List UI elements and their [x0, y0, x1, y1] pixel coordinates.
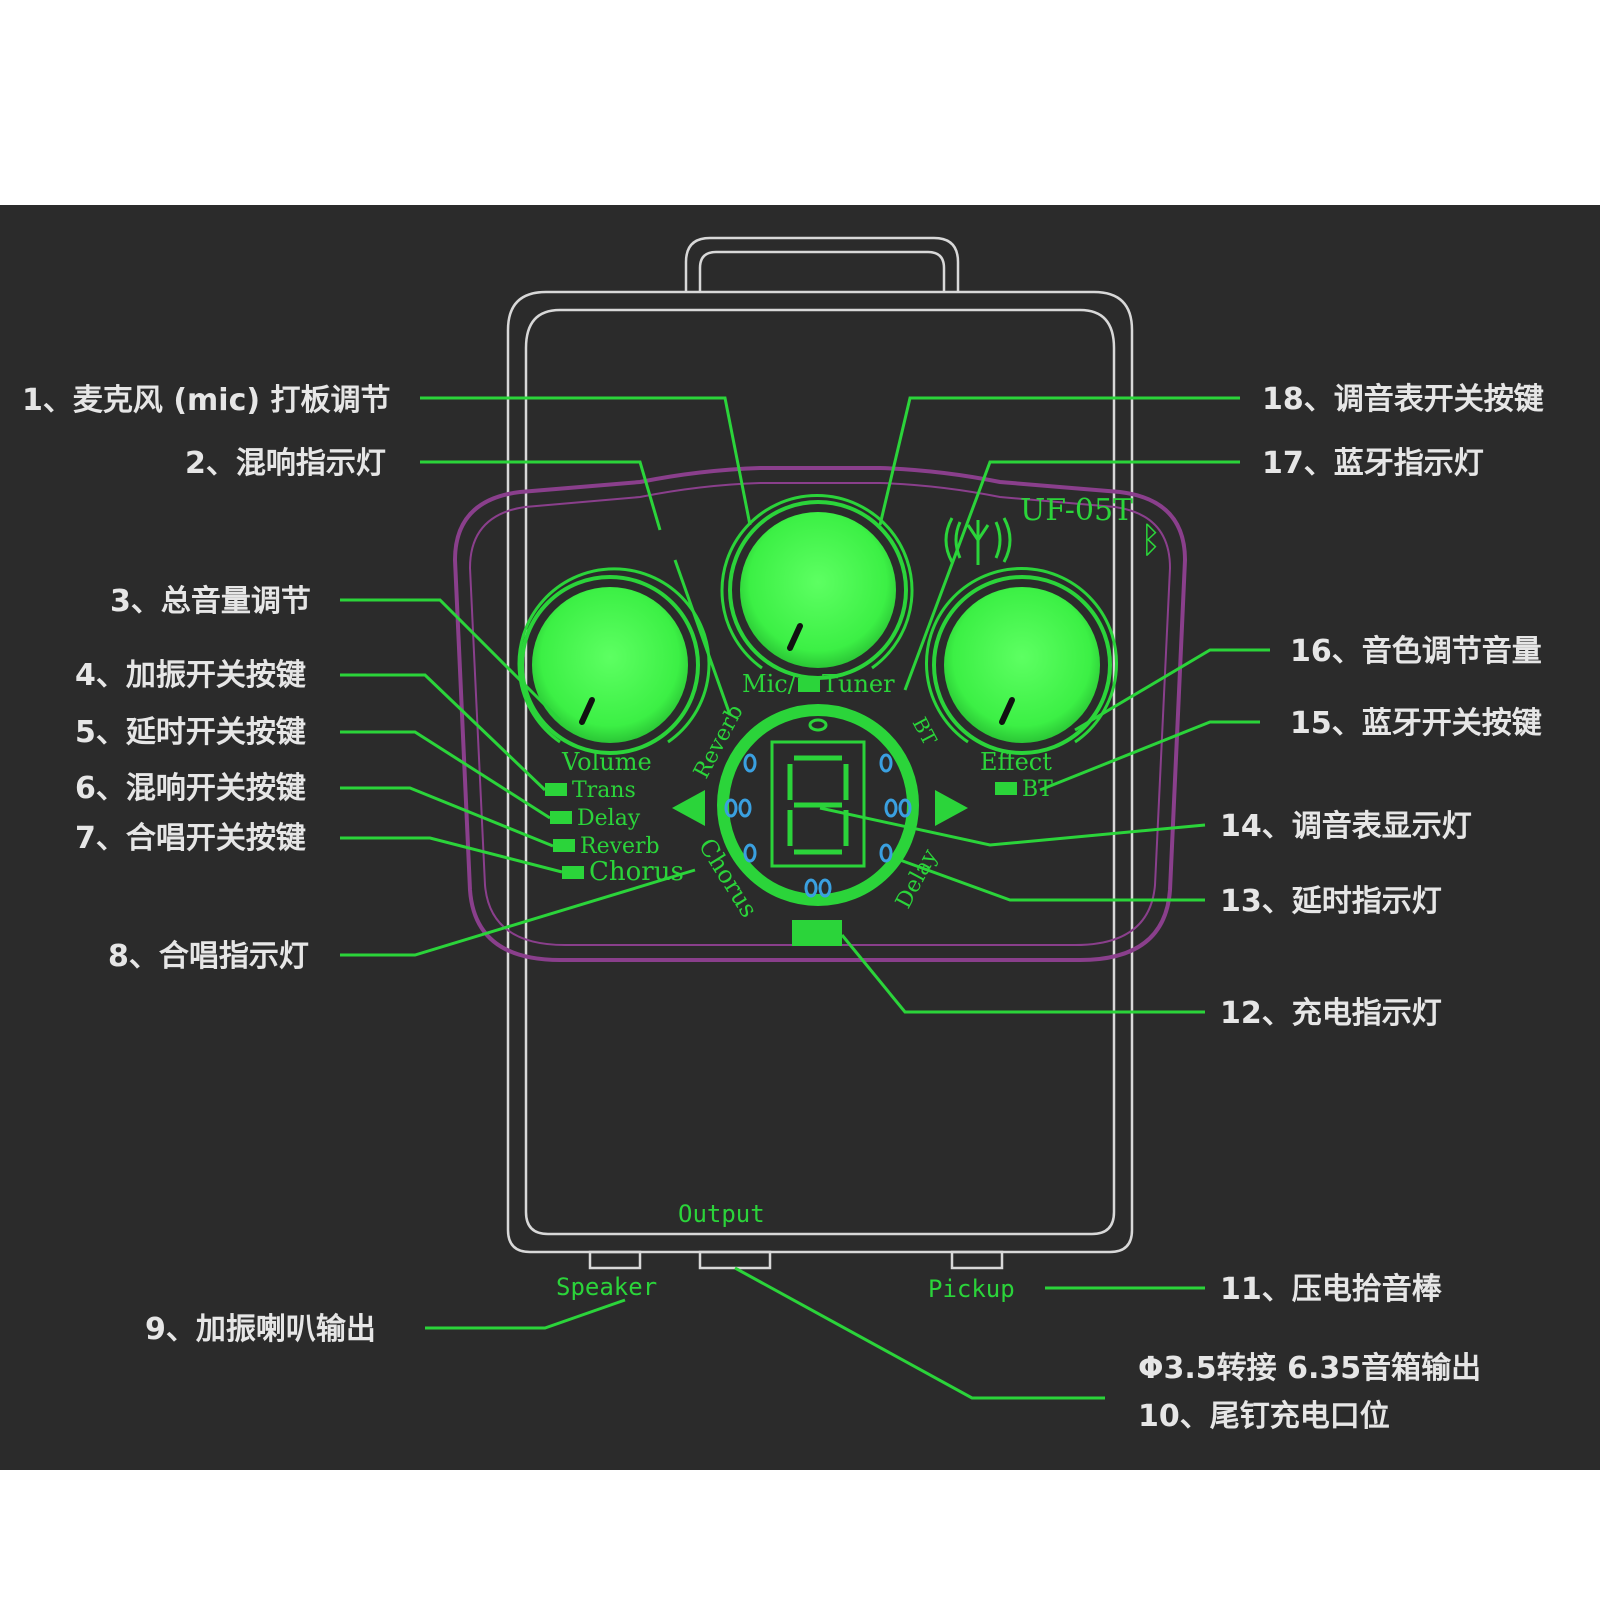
- tuner-button-icon[interactable]: [798, 678, 820, 692]
- callout-labels: 1、麦克风 (mic) 打板调节 2、混响指示灯 3、总音量调节 4、加振开关按…: [22, 382, 1544, 1434]
- output-port-label: Output: [678, 1200, 765, 1228]
- chorus-label: Chorus: [589, 857, 684, 887]
- tuner-indicator-leds: [724, 753, 912, 898]
- callout-10a: Φ3.5转接 6.35音箱输出: [1138, 1351, 1481, 1386]
- tuner-label: Tuner: [822, 670, 895, 698]
- device-outline: [506, 236, 1134, 1270]
- reverb-button[interactable]: [553, 839, 575, 852]
- callout-17: 17、蓝牙指示灯: [1262, 446, 1484, 481]
- charge-indicator-led: [792, 920, 842, 946]
- callout-13: 13、延时指示灯: [1220, 884, 1442, 919]
- delay-label: Delay: [577, 806, 641, 831]
- right-arrow-icon: [935, 790, 968, 826]
- volume-label: Volume: [561, 748, 652, 776]
- model-label: UF-05T: [1020, 493, 1133, 528]
- effect-label: Effect: [980, 748, 1052, 776]
- callout-4: 4、加振开关按键: [75, 658, 306, 693]
- device-labels: Volume Mic/ Tuner Effect UF-05T ᛒ Trans …: [545, 493, 1162, 1303]
- bt-button[interactable]: [995, 782, 1017, 795]
- callout-18: 18、调音表开关按键: [1262, 382, 1544, 417]
- callout-1: 1、麦克风 (mic) 打板调节: [22, 383, 391, 418]
- bluetooth-icon: ᛒ: [1140, 520, 1162, 561]
- seven-segment-digit: [787, 755, 849, 855]
- callout-14: 14、调音表显示灯: [1220, 809, 1472, 844]
- chorus-button[interactable]: [562, 866, 584, 879]
- callout-10b: 10、尾钉充电口位: [1138, 1399, 1390, 1434]
- callout-16: 16、音色调节音量: [1290, 634, 1542, 669]
- callout-3: 3、总音量调节: [110, 584, 311, 619]
- tuner-display: [770, 740, 866, 868]
- bt-label: BT: [1022, 777, 1053, 802]
- mic-label: Mic/: [742, 670, 797, 698]
- callout-15: 15、蓝牙开关按键: [1290, 706, 1542, 741]
- callout-7: 7、合唱开关按键: [75, 821, 306, 856]
- callout-6: 6、混响开关按键: [75, 771, 306, 806]
- callout-12: 12、充电指示灯: [1220, 996, 1442, 1031]
- tuner-top-led: [808, 718, 828, 732]
- trans-button[interactable]: [545, 783, 567, 796]
- control-panel-trim: [452, 466, 1188, 962]
- trans-label: Trans: [572, 778, 636, 803]
- tuner-ring: [672, 704, 968, 946]
- antenna-icon: [944, 517, 1012, 565]
- speaker-port-label: Speaker: [556, 1273, 657, 1301]
- reverb-label: Reverb: [580, 834, 660, 859]
- callout-8: 8、合唱指示灯: [108, 939, 309, 974]
- pickup-port-label: Pickup: [928, 1275, 1015, 1303]
- effect-knob[interactable]: [925, 566, 1118, 755]
- callout-2: 2、混响指示灯: [185, 446, 386, 481]
- callout-9: 9、加振喇叭输出: [145, 1312, 376, 1347]
- callout-5: 5、延时开关按键: [75, 715, 306, 750]
- left-arrow-icon: [672, 790, 705, 826]
- dark-panel: [0, 205, 1600, 1470]
- leader-lines: [340, 396, 1270, 1400]
- callout-11: 11、压电拾音棒: [1220, 1272, 1443, 1307]
- delay-button[interactable]: [550, 811, 572, 824]
